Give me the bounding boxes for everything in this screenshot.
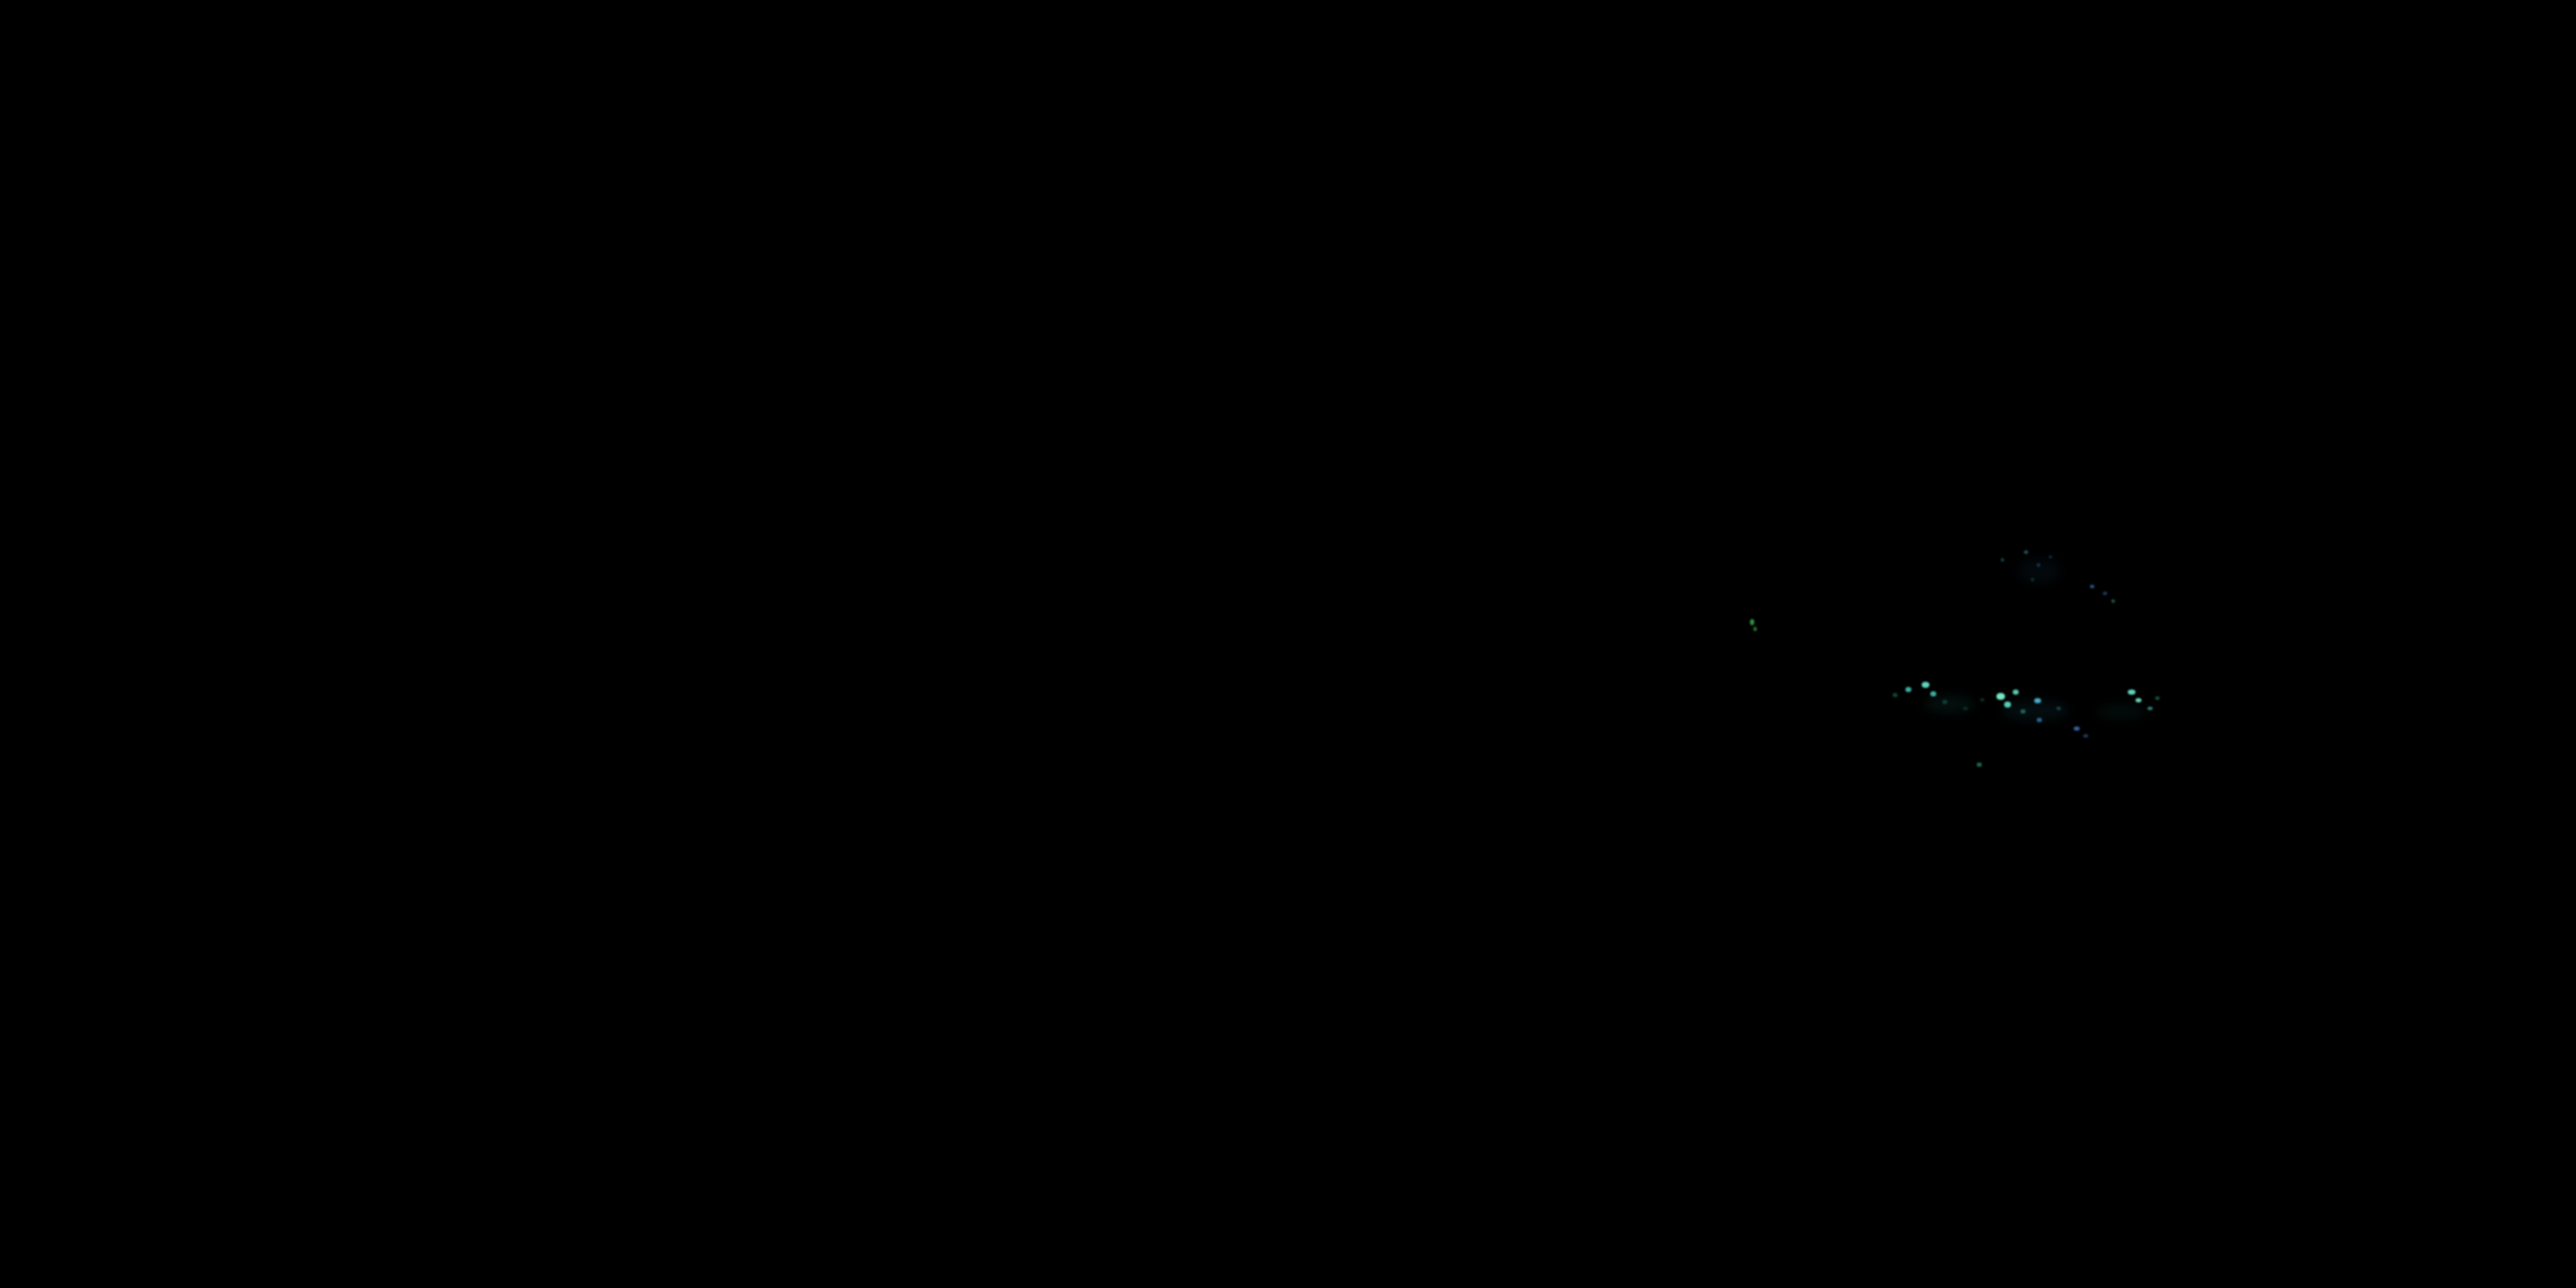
dim-glow-patch — [1923, 696, 1975, 713]
light-speck — [2004, 702, 2011, 708]
light-speck — [1963, 707, 1968, 710]
light-speck — [2013, 690, 2019, 695]
light-speck — [2083, 734, 2088, 738]
light-speck — [1977, 762, 1982, 767]
light-speck — [1980, 698, 1984, 702]
light-speck — [1922, 682, 1929, 688]
light-speck — [1753, 627, 1757, 631]
light-speck — [2148, 707, 2153, 710]
light-speck — [1750, 619, 1754, 625]
light-speck — [2034, 698, 2041, 703]
light-speck — [2111, 599, 2115, 603]
light-speck — [2037, 718, 2042, 722]
light-speck — [1905, 687, 1911, 692]
light-speck — [2031, 578, 2034, 581]
dim-glow-patch — [2001, 700, 2069, 721]
dim-glow-patch — [2018, 558, 2061, 584]
light-speck — [2103, 592, 2107, 595]
light-speck — [1942, 700, 1947, 704]
light-speck — [2136, 698, 2142, 702]
light-speck — [2128, 690, 2136, 695]
light-speck — [1996, 693, 2005, 700]
light-speck — [2074, 726, 2080, 731]
light-speck — [1893, 693, 1898, 697]
dim-glow-patch — [2095, 704, 2147, 720]
light-speck — [2049, 556, 2052, 558]
light-speck — [2020, 709, 2026, 714]
light-speck — [1930, 691, 1936, 696]
light-speck — [2155, 696, 2160, 700]
light-speck — [2037, 563, 2040, 567]
light-speck — [2024, 550, 2028, 554]
light-speck — [2090, 585, 2094, 588]
light-speck — [2057, 707, 2061, 710]
light-speck — [2001, 558, 2004, 562]
